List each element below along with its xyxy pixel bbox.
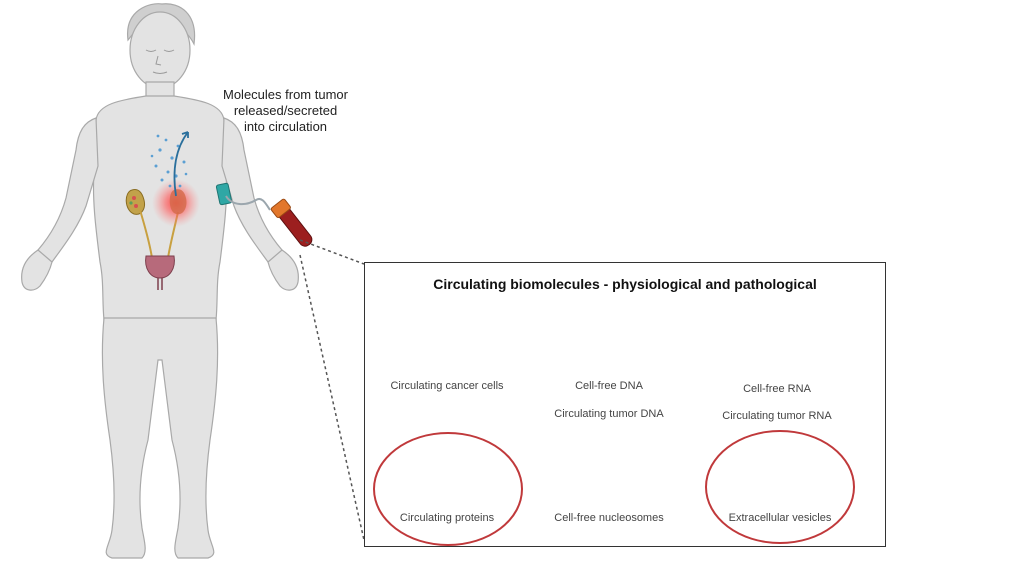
kidney-icon bbox=[125, 189, 145, 215]
tumor-kidney-icon bbox=[169, 189, 187, 215]
label-circulating-tumor-dna: Circulating tumor DNA bbox=[554, 408, 664, 420]
face bbox=[145, 49, 175, 74]
blood-draw-tubing bbox=[225, 195, 271, 211]
connector-top bbox=[299, 239, 365, 265]
callout-line-1: Molecules from tumor bbox=[223, 87, 348, 102]
connector-bottom bbox=[299, 254, 365, 541]
label-extracellular-vesicles: Extracellular vesicles bbox=[728, 512, 832, 524]
release-arrowhead bbox=[181, 131, 189, 138]
label-cell-free-nucleosomes: Cell-free nucleosomes bbox=[554, 512, 664, 524]
callout-line-2: released/secreted bbox=[233, 103, 338, 118]
label-circulating-cancer-cells: Circulating cancer cells bbox=[390, 380, 504, 392]
callout-line-3: into circulation bbox=[243, 119, 328, 134]
label-cell-free-dna: Cell-free DNA bbox=[575, 380, 643, 392]
bladder-icon bbox=[145, 255, 175, 290]
blood-tube-icon bbox=[270, 198, 313, 247]
label-cell-free-rna: Cell-free RNA bbox=[743, 383, 811, 395]
highlight-ring-proteins bbox=[373, 432, 523, 546]
ureter-left bbox=[139, 209, 153, 259]
panel-title: Circulating biomolecules - physiological… bbox=[433, 276, 817, 292]
tumor-release-callout: Molecules from tumor released/secreted i… bbox=[203, 87, 368, 135]
highlight-ring-vesicles bbox=[705, 430, 855, 544]
me1-tag-left: Me1 bbox=[549, 471, 563, 478]
me1-tag-right: Me1 bbox=[625, 447, 639, 454]
label-circulating-tumor-rna: Circulating tumor RNA bbox=[722, 410, 832, 422]
released-molecules bbox=[150, 134, 188, 188]
label-circulating-proteins: Circulating proteins bbox=[399, 512, 495, 524]
release-arrow bbox=[173, 131, 189, 197]
